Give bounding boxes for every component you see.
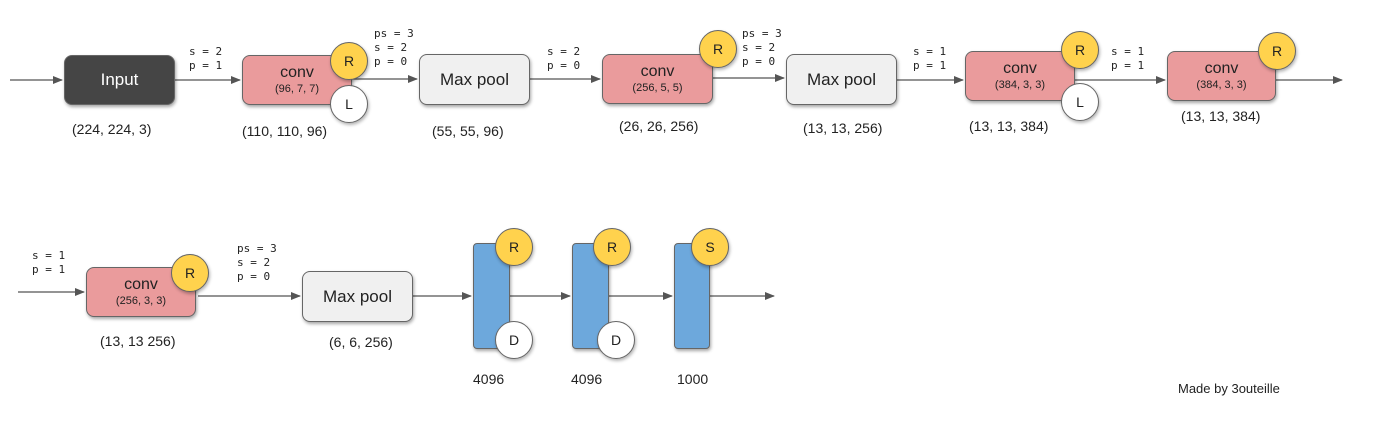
param-padding: p = 1 xyxy=(913,59,947,72)
conv3-shape: (13, 13, 384) xyxy=(969,118,1049,134)
pool2-label: Max pool xyxy=(807,69,876,89)
param-padding: p = 0 xyxy=(237,270,271,283)
conv1-params: s = 2 p = 1 xyxy=(189,45,222,73)
input-block: Input xyxy=(64,55,175,105)
fc3-softmax-badge: S xyxy=(691,228,729,266)
conv2-block: conv (256, 5, 5) xyxy=(602,54,713,104)
conv5-relu-badge: R xyxy=(171,254,209,292)
conv5-label: conv xyxy=(124,276,158,293)
pool1-params: ps = 3 s = 2 p = 0 xyxy=(374,27,414,69)
fc2-size: 4096 xyxy=(571,371,603,387)
conv4-filters: (384, 3, 3) xyxy=(1196,79,1247,91)
param-stride: s = 2 xyxy=(742,41,776,54)
conv2-label: conv xyxy=(640,63,675,80)
conv5-params: s = 1 p = 1 xyxy=(32,249,65,277)
conv3-block: conv (384, 3, 3) xyxy=(965,51,1075,101)
conv4-label: conv xyxy=(1204,60,1239,77)
conv1-label: conv xyxy=(280,64,314,81)
conv3-lrn-badge: L xyxy=(1061,83,1099,121)
param-padding: p = 1 xyxy=(1111,59,1145,72)
param-stride: s = 1 xyxy=(913,45,947,58)
conv3-filters: (384, 3, 3) xyxy=(994,79,1046,91)
pool3-params: ps = 3 s = 2 p = 0 xyxy=(237,242,277,284)
conv1-lrn-badge: L xyxy=(330,85,368,123)
param-stride: s = 2 xyxy=(189,45,223,58)
conv1-shape: (110, 110, 96) xyxy=(242,123,328,139)
fc2-relu-badge: R xyxy=(593,228,631,266)
param-padding: p = 1 xyxy=(32,263,66,276)
fc1-size: 4096 xyxy=(473,371,505,387)
param-stride: s = 1 xyxy=(1111,45,1145,58)
conv2-relu-badge: R xyxy=(699,30,737,68)
pool2-shape: (13, 13, 256) xyxy=(803,120,883,136)
param-padding: p = 0 xyxy=(374,55,408,68)
pool1-shape: (55, 55, 96) xyxy=(432,123,504,139)
param-pool-size: ps = 3 xyxy=(237,242,277,255)
pool3-label: Max pool xyxy=(323,286,392,306)
conv3-label: conv xyxy=(1003,60,1037,77)
conv3-relu-badge: R xyxy=(1061,31,1099,69)
param-stride: s = 2 xyxy=(237,256,271,269)
param-padding: p = 0 xyxy=(742,55,776,68)
fc3-size: 1000 xyxy=(677,371,709,387)
conv1-filters: (96, 7, 7) xyxy=(274,83,320,95)
conv2-filters: (256, 5, 5) xyxy=(632,82,683,94)
conv4-shape: (13, 13, 384) xyxy=(1181,108,1261,124)
param-stride: s = 2 xyxy=(374,41,408,54)
pool3-shape: (6, 6, 256) xyxy=(329,334,393,350)
conv2-params: s = 2 p = 0 xyxy=(547,45,580,73)
pool3-block: Max pool xyxy=(302,271,413,322)
pool1-block: Max pool xyxy=(419,54,530,105)
pool2-params: ps = 3 s = 2 p = 0 xyxy=(742,27,782,69)
pool2-block: Max pool xyxy=(786,54,897,105)
pool1-label: Max pool xyxy=(440,69,509,89)
fc1-relu-badge: R xyxy=(495,228,533,266)
conv5-filters: (256, 3, 3) xyxy=(115,295,167,307)
param-padding: p = 0 xyxy=(547,59,581,72)
param-pool-size: ps = 3 xyxy=(374,27,414,40)
conv1-relu-badge: R xyxy=(330,42,368,80)
conv4-relu-badge: R xyxy=(1258,32,1296,70)
param-padding: p = 1 xyxy=(189,59,223,72)
input-shape: (224, 224, 3) xyxy=(72,121,152,137)
conv4-params: s = 1 p = 1 xyxy=(1111,45,1144,73)
input-label: Input xyxy=(100,70,139,89)
param-pool-size: ps = 3 xyxy=(742,27,782,40)
param-stride: s = 2 xyxy=(547,45,581,58)
conv2-shape: (26, 26, 256) xyxy=(619,118,699,134)
conv3-params: s = 1 p = 1 xyxy=(913,45,946,73)
conv4-block: conv (384, 3, 3) xyxy=(1167,51,1276,101)
fc2-dropout-badge: D xyxy=(597,321,635,359)
fc1-dropout-badge: D xyxy=(495,321,533,359)
credit-text: Made by 3outeille xyxy=(1178,381,1280,396)
param-stride: s = 1 xyxy=(32,249,66,262)
conv5-shape: (13, 13 256) xyxy=(100,333,176,349)
